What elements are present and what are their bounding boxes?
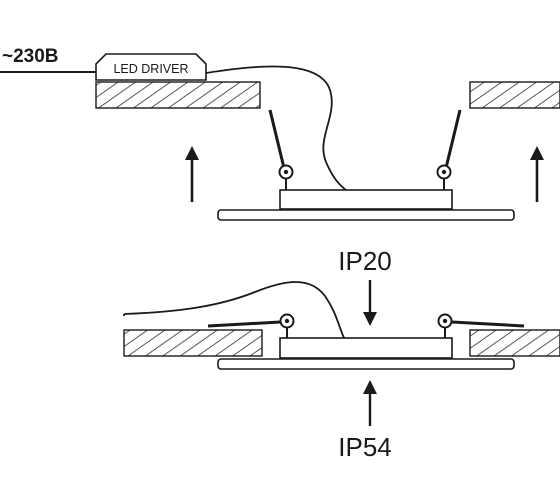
bottom-step-illustration: IP20 IP54	[123, 246, 560, 462]
insert-arrow-left	[185, 146, 199, 202]
ip54-label: IP54	[338, 432, 392, 462]
installed-cable	[123, 281, 345, 339]
folded-clip-left	[207, 313, 295, 338]
led-driver: LED DRIVER	[95, 53, 207, 81]
spring-clip-left	[268, 109, 294, 190]
driver-cable	[205, 65, 347, 191]
insert-arrow-right	[530, 146, 544, 202]
ceiling-panel-left	[95, 81, 261, 109]
spring-clip-right	[436, 109, 462, 190]
installed-lamp-bezel	[217, 358, 515, 370]
voltage-label: ~230B	[2, 46, 59, 67]
ip20-label: IP20	[338, 246, 392, 276]
led-driver-label: LED DRIVER	[113, 62, 188, 76]
installed-ceiling-left	[123, 329, 263, 357]
ip20-arrow	[363, 280, 377, 326]
top-step-illustration: ~230B LED DRIVER	[0, 46, 560, 221]
installed-ceiling-right	[469, 329, 560, 357]
lamp-bezel	[217, 209, 515, 221]
folded-clip-right	[437, 313, 525, 338]
lamp-body	[279, 189, 453, 210]
ceiling-panel-right	[469, 81, 560, 109]
installed-lamp-body	[279, 337, 453, 359]
ip54-arrow	[363, 380, 377, 426]
